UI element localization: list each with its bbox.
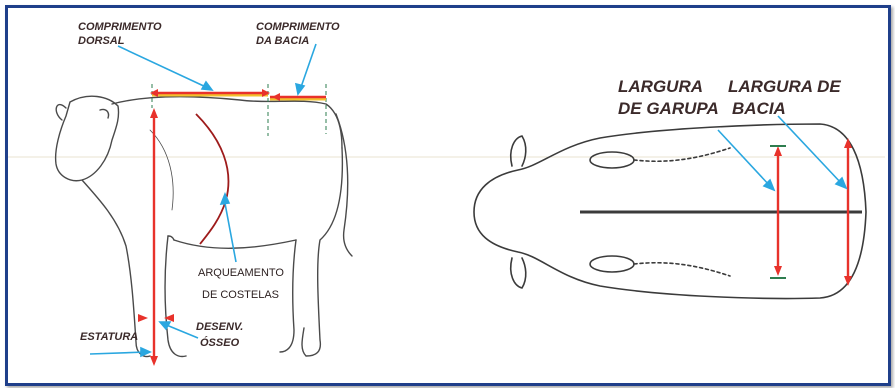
cow-tail: [336, 114, 352, 256]
pointer-estatura-head: [141, 348, 150, 356]
labels-left: COMPRIMENTO DORSAL COMPRIMENTO DA BACIA …: [78, 21, 340, 349]
cow-head: [56, 96, 119, 180]
cow-belly: [174, 240, 296, 248]
label-largura-bacia-line1: LARGURA DE: [728, 77, 841, 96]
cow-hind-leg-outline: [302, 148, 342, 356]
labels-right: LARGURA DE GARUPA LARGURA DE BACIA: [618, 77, 841, 118]
label-arqueamento-line2: DE COSTELAS: [202, 289, 279, 301]
pointer-arqueamento: [224, 198, 236, 262]
top-ear-lower: [511, 258, 526, 288]
label-largura-garupa-line2: DE GARUPA: [618, 99, 719, 118]
cow-eye: [100, 109, 109, 118]
garupa-arrowhead-top: [774, 146, 782, 156]
label-desenv-osseo-line1: DESENV.: [196, 321, 243, 333]
label-comprimento-bacia-line2: DA BACIA: [256, 35, 309, 47]
cow-elbow: [168, 236, 174, 240]
pointer-estatura: [90, 352, 146, 354]
label-comprimento-bacia-line1: COMPRIMENTO: [256, 21, 340, 33]
label-comprimento-dorsal-line2: DORSAL: [78, 35, 125, 47]
label-desenv-osseo-line2: ÓSSEO: [200, 336, 240, 349]
osseo-arrow-left: [138, 314, 148, 322]
cow-front-leg-inner: [165, 236, 186, 356]
label-largura-bacia-line2: BACIA: [732, 99, 786, 118]
top-shoulder-lower: [590, 256, 634, 272]
top-shoulder-upper: [590, 152, 634, 168]
estatura-arrowhead-top: [150, 108, 158, 118]
pointer-bacia: [300, 44, 316, 90]
pointer-dorsal: [118, 46, 208, 88]
pointers-left: [90, 44, 316, 356]
cow-back-outline: [112, 97, 342, 148]
pointer-bacia-head: [296, 84, 304, 94]
cow-side-view: [56, 96, 352, 356]
cow-hind-leg-inner: [280, 240, 296, 352]
label-arqueamento-line1: ARQUEAMENTO: [198, 267, 284, 279]
label-comprimento-dorsal-line1: COMPRIMENTO: [78, 21, 162, 33]
top-rib-dash-lower: [634, 263, 730, 276]
rib-arch-curve: [196, 114, 228, 244]
top-rib-dash-upper: [634, 148, 730, 161]
pointer-dorsal-head: [202, 82, 212, 90]
label-estatura: ESTATURA: [80, 331, 138, 343]
pointers-right: [718, 116, 846, 190]
pointer-osseo: [164, 324, 198, 338]
pointer-garupa: [718, 130, 770, 186]
estatura-arrowhead-bottom: [150, 356, 158, 366]
top-ear-upper: [511, 136, 526, 166]
bacia-width-arrowhead-bottom: [844, 276, 852, 286]
label-largura-garupa-line1: LARGURA: [618, 77, 703, 96]
pointer-osseo-head: [160, 322, 170, 329]
garupa-arrowhead-bottom: [774, 266, 782, 276]
